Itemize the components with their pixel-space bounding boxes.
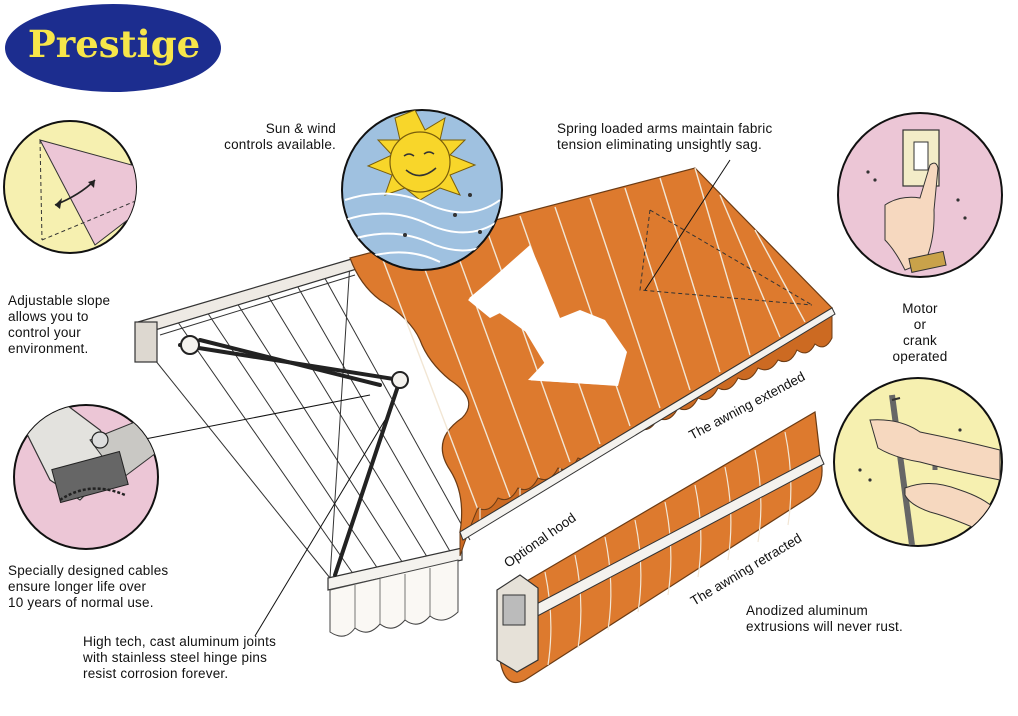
wall-mount <box>134 321 158 363</box>
logo-ellipse <box>5 4 221 92</box>
slope-inset <box>3 120 137 254</box>
sun-icon <box>366 110 477 201</box>
crank-icon <box>889 394 915 546</box>
folding-arms <box>178 338 402 577</box>
motor-inset <box>837 112 1003 278</box>
front-bar-open <box>327 547 463 591</box>
awning-frame-open <box>144 261 471 579</box>
crank-inset <box>833 377 1003 547</box>
leader-lines <box>139 159 731 637</box>
valance-open <box>329 559 459 637</box>
cable-inset <box>13 404 159 550</box>
logo-text: Prestige <box>27 22 201 66</box>
sun-wind-inset <box>341 109 503 271</box>
